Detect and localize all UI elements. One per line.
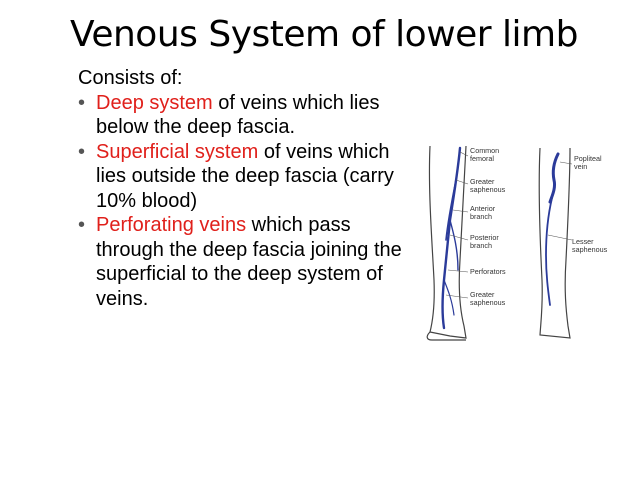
bullet-list: • Deep system of veins which lies below … [78, 91, 418, 312]
leg-veins-illustration: Common femoral Greater saphenous Anterio… [426, 145, 608, 341]
bullet-dot-icon: • [78, 214, 86, 236]
label-common-femoral: Common [470, 146, 499, 155]
anterior-leg-veins [441, 146, 462, 330]
anterior-leader-lines [445, 151, 469, 299]
label-popliteal-vein: Popliteal [574, 154, 602, 163]
bullet-highlight: Perforating veins [96, 214, 247, 236]
posterior-leg-outline [538, 147, 571, 339]
bullet-dot-icon: • [78, 140, 86, 163]
bullet-text: of veins which lies outside the deep fas… [96, 140, 394, 212]
label-greater-saphenous-lower-2: saphenous [470, 298, 506, 307]
label-common-femoral-2: femoral [470, 154, 494, 163]
label-greater-saphenous: Greater [470, 177, 495, 186]
slide-body: Consists of: • Deep system of veins whic… [78, 66, 418, 311]
label-posterior-branch-2: branch [470, 241, 492, 250]
bullet-dot-icon: • [78, 91, 86, 114]
bullet-highlight: Deep system [96, 91, 213, 114]
anterior-leg-outline [426, 145, 467, 341]
bullet-perforating-veins: • Perforating veins which pass through t… [78, 213, 418, 311]
label-perforators: Perforators [470, 267, 506, 276]
label-lesser-saphenous-2: saphenous [572, 245, 608, 254]
bullet-highlight: Superficial system [96, 140, 259, 163]
label-popliteal-vein-2: vein [574, 162, 587, 171]
label-anterior-branch-2: branch [470, 212, 492, 221]
label-posterior-branch: Posterior [470, 233, 499, 242]
posterior-leader-lines [547, 161, 573, 241]
label-greater-saphenous-lower: Greater [470, 290, 495, 299]
label-anterior-branch: Anterior [470, 204, 496, 213]
bullet-text: which pass through the deep fascia joini… [96, 214, 402, 310]
slide-title: Venous System of lower limb [70, 14, 578, 55]
bullet-text: of veins which lies below the deep fasci… [96, 91, 380, 139]
intro-text: Consists of: [78, 67, 183, 89]
bullet-deep-system: • Deep system of veins which lies below … [78, 91, 418, 140]
label-greater-saphenous-2: saphenous [470, 185, 506, 194]
posterior-leg-veins [545, 152, 560, 306]
label-lesser-saphenous: Lesser [572, 237, 594, 246]
leg-veins-diagram: Common femoral Greater saphenous Anterio… [420, 140, 625, 350]
bullet-superficial-system: • Superficial system of veins which lies… [78, 140, 418, 214]
